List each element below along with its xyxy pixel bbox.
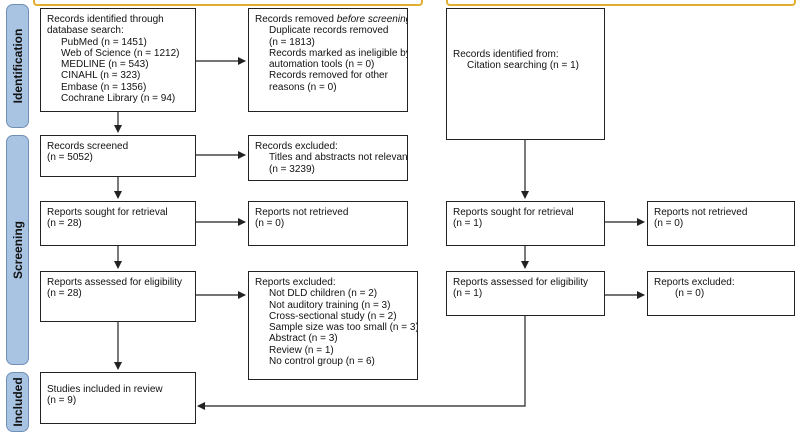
records-identified-subtitle: database search: [47,25,124,37]
other-assessed-title: Reports assessed for eligibility [453,277,589,288]
records-screened-title: Records screened [47,141,129,152]
reports-sought-box: Reports sought for retrieval (n = 28) [40,201,196,246]
source-item: MEDLINE (n = 543) [61,59,149,71]
reports-not-retrieved-box: Reports not retrieved (n = 0) [248,201,408,246]
source-item: Embase (n = 1356) [61,81,147,93]
other-not-retrieved-count: (n = 0) [654,218,684,230]
other-identified-box: Records identified from: Citation search… [446,8,605,140]
exclusion-reason: Not auditory training (n = 3) [269,299,391,311]
removed-line: automation tools (n = 0) [269,59,375,71]
records-identified-box: Records identified through database sear… [40,8,196,112]
records-screened-box: Records screened (n = 5052) [40,135,196,177]
other-sought-title: Reports sought for retrieval [453,207,574,218]
reports-sought-title: Reports sought for retrieval [47,207,168,218]
other-sought-count: (n = 1) [453,218,483,230]
source-item: CINAHL (n = 323) [61,70,141,82]
removed-line: Records marked as ineligible by [269,47,408,59]
exclusion-reason: Cross-sectional study (n = 2) [269,310,397,322]
records-identified-title: Records identified through [47,14,164,25]
exclusion-reason: Sample size was too small (n = 3) [269,322,418,334]
records-removed-title: Records removed before screening: [255,14,408,25]
records-excluded-title: Records excluded: [255,141,338,152]
other-identified-title: Records identified from: [453,49,559,60]
reports-not-retrieved-count: (n = 0) [255,218,285,230]
source-item: Cochrane Library (n = 94) [61,93,176,105]
other-not-retrieved-box: Reports not retrieved (n = 0) [647,201,795,246]
reports-assessed-count: (n = 28) [47,288,82,300]
stage-screening: Screening [6,135,29,365]
reports-assessed-box: Reports assessed for eligibility (n = 28… [40,271,196,322]
removed-line: Records removed for other [269,70,388,82]
studies-included-count: (n = 9) [47,395,77,407]
records-screened-count: (n = 5052) [47,152,93,164]
other-excluded-title: Reports excluded: [654,277,735,288]
source-item: PubMed (n = 1451) [61,36,147,48]
arrow-other-assessed-to-included [197,316,526,410]
reports-excluded-title: Reports excluded: [255,277,336,288]
exclusion-reason: No control group (n = 6) [269,356,375,368]
removed-line: reasons (n = 0) [269,81,337,93]
reports-assessed-title: Reports assessed for eligibility [47,277,183,288]
exclusion-reason: Review (n = 1) [269,344,334,356]
flow-arrows [114,57,645,410]
records-excluded-box: Records excluded: Titles and abstracts n… [248,135,408,181]
other-identified-line: Citation searching (n = 1) [467,60,580,72]
other-methods-header-bar [446,0,796,6]
source-item: Web of Science (n = 1212) [61,47,180,59]
stage-identification: Identification [6,4,29,128]
exclusion-reason: Not DLD children (n = 2) [269,288,378,300]
studies-included-box: Studies included in review (n = 9) [40,372,196,424]
other-not-retrieved-title: Reports not retrieved [654,207,748,218]
removed-line: (n = 1813) [269,36,315,48]
other-excluded-box: Reports excluded: (n = 0) [647,271,795,316]
records-excluded-reason: Titles and abstracts not relevant [269,152,408,164]
other-sought-box: Reports sought for retrieval (n = 1) [446,201,605,246]
studies-included-title: Studies included in review [47,384,163,395]
removed-line: Duplicate records removed [269,25,389,37]
database-header-bar [33,0,423,6]
records-removed-box: Records removed before screening: Duplic… [248,8,408,112]
exclusion-reason: Abstract (n = 3) [269,333,338,345]
other-assessed-box: Reports assessed for eligibility (n = 1) [446,271,605,316]
other-excluded-count: (n = 0) [675,288,705,300]
other-assessed-count: (n = 1) [453,288,483,300]
records-excluded-count: (n = 3239) [269,163,315,175]
reports-sought-count: (n = 28) [47,218,82,230]
reports-not-retrieved-title: Reports not retrieved [255,207,349,218]
reports-excluded-box: Reports excluded: Not DLD children (n = … [248,271,418,380]
